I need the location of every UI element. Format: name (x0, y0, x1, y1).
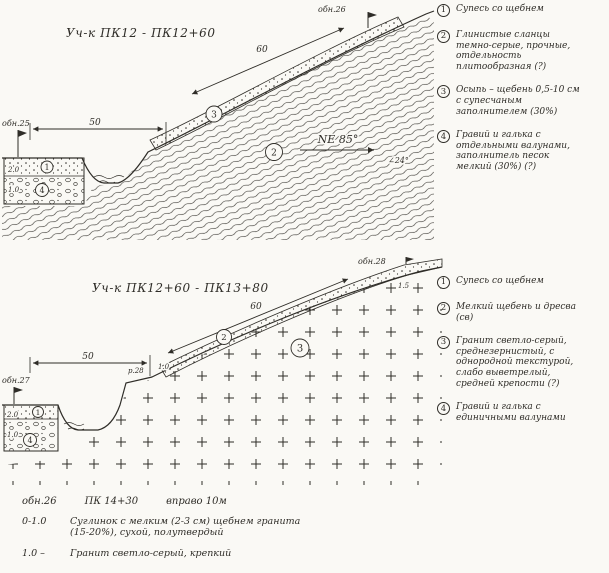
legend-number-badge: 4 (437, 402, 450, 416)
bench-depth-label: 1.0 (158, 363, 170, 371)
crest-depth-label: 1.5 (398, 282, 410, 290)
marker-obn28: обн.28 (358, 257, 386, 266)
callout-1: 1 (44, 163, 49, 172)
outcrop-25-column: 2.0 1.0 1 4 (3, 157, 85, 205)
cross-section-1-drawing: 2.0 1.0 1 4 обн.25 50 60 (2, 5, 435, 240)
callout-3: 3 (297, 344, 303, 355)
legend-number-badge: 1 (437, 276, 450, 289)
legend-item-text: Глинистые сланцы темно-серые, прочные, о… (456, 30, 571, 72)
notes-header: обн.26 ПК 14+30 вправо 10м (22, 496, 362, 507)
marker-obn26: обн.26 (318, 5, 346, 14)
water-lines (63, 422, 85, 431)
legend-2: 1 Супесь со щебнем 2 Мелкий щебень и дре… (437, 276, 605, 436)
legend-number-badge: 2 (437, 302, 450, 315)
dim-50-label: 50 (89, 118, 101, 128)
marker-obn27: обн.27 (2, 376, 31, 385)
note-row: 0-1.0 Суглинок с мелким (2-3 см) щебнем … (22, 516, 362, 539)
legend-number-badge: 3 (437, 336, 450, 350)
dim-60-label: 60 (250, 302, 262, 312)
callout-4: 4 (27, 436, 32, 445)
note-text: Суглинок с мелким (2-3 см) щебнем гранит… (70, 516, 301, 539)
legend-2-item-3: 3 Гранит светло-серый, среднезернистый, … (437, 336, 605, 389)
legend-item-text: Супесь со щебнем (456, 276, 544, 286)
cross-section-2-drawing: 2.0 1.0 1 4 обн.27 50 60 р.28 1.0 (2, 257, 443, 485)
dimension-50: 50 (29, 351, 151, 376)
dim-60-label: 60 (256, 45, 268, 55)
legend-1-item-1: 1 Супесь со щебнем (437, 4, 605, 17)
callout-2-circle (216, 329, 232, 345)
outcrop-flag-27-icon (13, 387, 23, 404)
box-depth-bottom-label: 1.0 (7, 431, 19, 439)
callout-3-circle (290, 338, 310, 358)
legend-1-item-3: 3 Осыпь – щебень 0,5-10 см с супесчаным … (437, 85, 605, 117)
legend-number-badge: 2 (437, 30, 450, 43)
legend-item-text: Гравий и галька с отдельными валунами, з… (456, 130, 570, 173)
note-text: Гранит светло-серый, крепкий (70, 547, 232, 559)
legend-2-item-1: 1 Супесь со щебнем (437, 276, 605, 289)
callout-2: 2 (221, 333, 226, 343)
box-depth-top-label: 2.0 (6, 411, 19, 419)
note-row: 1.0 – Гранит светло-серый, крепкий (22, 548, 362, 559)
legend-1-item-2: 2 Глинистые сланцы темно-серые, прочные,… (437, 30, 605, 72)
dip-angle-label: ∠24° (388, 156, 409, 165)
legend-item-text: Гравий и галька с единичными валунами (456, 402, 566, 423)
callout-2-circle (265, 143, 283, 161)
outcrop-flag-25-icon (17, 130, 27, 157)
legend-1: 1 Супесь со щебнем 2 Глинистые сланцы те… (437, 4, 605, 186)
legend-item-text: Мелкий щебень и дресва (св) (456, 302, 577, 323)
legend-number-badge: 1 (437, 4, 450, 17)
bench-ref-label: р.28 (128, 367, 144, 375)
callout-4: 4 (39, 186, 44, 195)
legend-item-text: Осыпь – щебень 0,5-10 см с супесчаным за… (456, 85, 580, 117)
note-depth: 0-1.0 (22, 516, 47, 527)
callout-3-circle (205, 105, 223, 123)
box-depth-top-label: 2.0 (7, 166, 20, 174)
callout-1: 1 (36, 408, 41, 417)
dimension-50: 50 (29, 117, 167, 144)
box-depth-bottom-label: 1.0 (8, 186, 20, 194)
outcrop-flag-28-icon (405, 257, 414, 264)
marker-obn25: обн.25 (2, 119, 30, 128)
outcrop-27-column: 2.0 1.0 1 4 (3, 404, 59, 452)
dimension-60: 60 (191, 27, 345, 95)
legend-number-badge: 4 (437, 130, 450, 144)
dimension-60: 60 (167, 278, 349, 354)
water-lines (93, 175, 125, 184)
notes-offset: вправо 10м (166, 496, 227, 507)
field-notes: обн.26 ПК 14+30 вправо 10м 0-1.0 Суглино… (22, 496, 362, 559)
notes-station: ПК 14+30 (84, 496, 139, 507)
legend-1-item-4: 4 Гравий и галька с отдельными валунами,… (437, 130, 605, 172)
legend-item-text: Гранит светло-серый, среднезернистый, с … (456, 336, 574, 389)
legend-number-badge: 3 (437, 85, 450, 99)
callout-3: 3 (211, 111, 217, 121)
notes-ref: обн.26 (22, 496, 57, 507)
bearing-label: NE 85° (317, 133, 359, 146)
note-depth: 1.0 – (22, 547, 45, 559)
dim-50-label: 50 (82, 352, 94, 362)
outcrop-flag-26-icon (367, 12, 377, 28)
callout-2: 2 (271, 149, 277, 159)
legend-item-text: Супесь со щебнем (456, 4, 544, 14)
section1-title: Уч-к ПК12 - ПК12+60 (66, 26, 216, 40)
legend-2-item-2: 2 Мелкий щебень и дресва (св) (437, 302, 605, 323)
legend-2-item-4: 4 Гравий и галька с единичными валунами (437, 402, 605, 423)
granite-mass (2, 269, 442, 485)
shale-mass-hatching (2, 16, 434, 240)
